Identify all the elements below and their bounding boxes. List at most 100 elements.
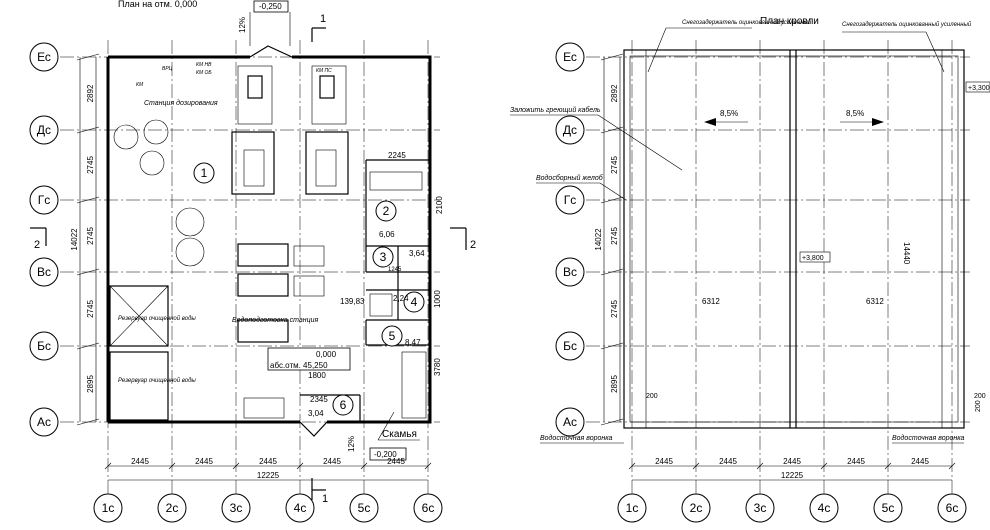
label-km1: КМ НВ [196, 62, 212, 68]
level-top-text: -0,250 [259, 2, 282, 11]
room-marker-2 [375, 200, 397, 222]
right-col-axis-marker [937, 493, 967, 523]
level-bottom-box [369, 447, 407, 461]
right-row-dim: 2895 [610, 375, 619, 393]
left-row-dim: 2895 [86, 375, 95, 393]
room-marker-4 [403, 291, 425, 313]
room-area-3: 3,64 [409, 249, 425, 258]
left-total-row-dim: 14022 [70, 228, 79, 251]
gutter-label: Водосборный желоб [536, 174, 604, 182]
right-row-axis-label: Вс [563, 265, 577, 279]
left-col-dim: 2445 [195, 457, 213, 466]
level-edge-text: +3,300 [968, 85, 990, 92]
room-number-5: 5 [389, 329, 396, 343]
left-col-axis-marker [349, 493, 379, 523]
right-col-axis-marker [617, 493, 647, 523]
funnel-left-label: Водосточная воронка [540, 434, 613, 442]
left-row-axis-label: Бс [37, 339, 51, 353]
left-row-dim: 2892 [86, 84, 95, 102]
left-col-dim: 2445 [131, 457, 149, 466]
label-bench: Скамья [382, 429, 417, 440]
room-marker-5 [381, 325, 403, 347]
dim-2245: 2245 [388, 151, 406, 160]
snow-left-label: Снегозадержатель оцинкованный усиленный [682, 19, 812, 26]
left-row-axis-marker [29, 407, 59, 437]
left-col-dim: 2445 [259, 457, 277, 466]
left-row-axis-marker [29, 257, 59, 287]
tank-2 [109, 351, 169, 421]
level-bottom-text: -0,200 [374, 450, 397, 459]
left-row-axis-marker [29, 42, 59, 72]
label-station: Станция дозирования [144, 99, 218, 107]
right-row-axis-marker [555, 185, 585, 215]
right-row-axis-label: Дс [563, 123, 577, 137]
section-bottom-number: 1 [322, 493, 328, 505]
dim-2100: 2100 [435, 196, 444, 214]
left-col-axis-label: 2с [166, 501, 179, 515]
right-col-axis-label: 3с [754, 501, 767, 515]
right-row-axis-marker [555, 331, 585, 361]
label-reagent2: Резервуар очищенной воды [118, 377, 196, 384]
right-col-dim: 2445 [655, 457, 673, 466]
room-marker-1 [193, 162, 215, 184]
right-row-dim: 2745 [610, 227, 619, 245]
dim-1000: 1000 [433, 290, 442, 308]
left-row-axis-label: Вс [37, 265, 51, 279]
left-row-axis-label: Ас [37, 415, 51, 429]
right-col-axis-marker [681, 493, 711, 523]
slope-left-text: 8,5% [720, 109, 738, 118]
label-km: КМ [136, 82, 144, 88]
room-number-6: 6 [340, 398, 347, 412]
right-row-axis-label: Ас [563, 415, 577, 429]
left-col-axis-marker [93, 493, 123, 523]
room-area-1: 139,83 [340, 297, 365, 306]
right-total-col-dim: 12225 [781, 471, 804, 480]
left-col-axis-marker [221, 493, 251, 523]
room-area-6: 3,04 [308, 409, 324, 418]
right-row-axis-label: Бс [563, 339, 577, 353]
right-row-dim: 2745 [610, 156, 619, 174]
section-left-number: 2 [34, 239, 40, 251]
slope-top-text: 12% [238, 17, 247, 33]
right-col-axis-label: 6с [946, 501, 959, 515]
left-col-axis-marker [413, 493, 443, 523]
room-marker-6 [332, 394, 354, 416]
funnel-right-label: Водосточная воронка [892, 434, 965, 442]
abs-level-text: абс.отм. 45,250 [270, 361, 328, 370]
dim-200-b: 200 [974, 393, 986, 400]
span-right-dim: 6312 [866, 297, 884, 306]
left-col-axis-label: 5с [358, 501, 371, 515]
right-plan-title: План кровли [760, 16, 819, 27]
label-vrts: ВРЦ [162, 66, 173, 72]
room-area-5: 8,47 [405, 338, 421, 347]
left-col-axis-marker [285, 493, 315, 523]
right-col-axis-marker [809, 493, 839, 523]
right-col-axis-label: 4с [818, 501, 831, 515]
room-number-2: 2 [383, 204, 390, 218]
room-area-2: 6,06 [379, 230, 395, 239]
slope-right-text: 8,5% [846, 109, 864, 118]
left-row-dim: 2745 [86, 300, 95, 318]
label-station2: Водоподготовка станция [232, 316, 319, 324]
dim-3780: 3780 [433, 358, 442, 376]
total-right-dim: 14440 [902, 242, 911, 265]
room-area-4: 2,24 [393, 294, 409, 303]
room-number-1: 1 [201, 166, 208, 180]
level-top-box [253, 0, 289, 13]
left-row-axis-label: Гс [38, 193, 51, 207]
right-row-axis-label: Гс [564, 193, 577, 207]
slope-bottom-text: 12% [347, 436, 356, 452]
left-total-col-dim: 12225 [257, 471, 280, 480]
right-total-row-dim: 14022 [594, 228, 603, 251]
right-col-axis-marker [873, 493, 903, 523]
equipment-group [113, 65, 427, 419]
room-marker-3 [372, 246, 394, 268]
label-reagent1: Резервуар очищенной воды [118, 315, 196, 322]
room-level-zero: 0,000 [316, 350, 337, 359]
right-row-axis-marker [555, 115, 585, 145]
right-col-dim: 2445 [783, 457, 801, 466]
snow-right-label: Снегозадержатель оцинкованный усиленный [842, 21, 972, 28]
dim-1800: 1800 [308, 371, 326, 380]
left-col-axis-marker [157, 493, 187, 523]
dim-200-c: 200 [975, 400, 982, 412]
